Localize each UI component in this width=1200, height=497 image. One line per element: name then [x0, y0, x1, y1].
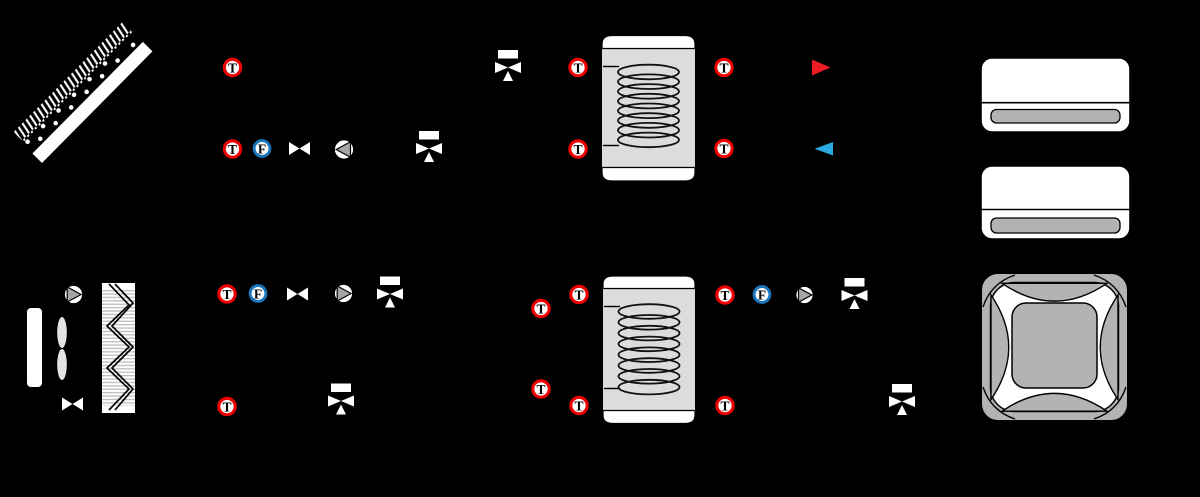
fan-blade [57, 317, 67, 348]
solar-collector [13, 21, 153, 163]
collector-glazing-dots [25, 42, 136, 145]
temp-sensor: T [222, 57, 243, 78]
wall-fan-coil-2 [980, 165, 1131, 240]
tank-body [603, 288, 695, 411]
svg-text:T: T [536, 301, 545, 316]
air-outlet-slot [990, 217, 1121, 234]
temp-sensor: T [568, 57, 588, 78]
dhw-coil-tank [601, 34, 696, 182]
return-arrow-icon [814, 142, 833, 156]
temp-sensor: T [531, 379, 551, 399]
tank-top-cap [601, 34, 696, 50]
temp-sensor: T [569, 284, 589, 305]
svg-text:F: F [258, 141, 266, 156]
svg-text:T: T [222, 399, 231, 414]
svg-text:F: F [254, 286, 262, 301]
pump-icon [794, 285, 815, 305]
svg-text:T: T [574, 398, 583, 413]
flow-sensor: F [248, 284, 268, 303]
collector-absorber-plate [32, 41, 153, 163]
pump-icon [333, 283, 354, 304]
flow-sensor: F [252, 139, 272, 158]
fan-blade [57, 349, 67, 380]
cassette-vane [999, 282, 1110, 302]
temp-sensor: T [569, 395, 589, 416]
temp-sensor: T [715, 285, 735, 305]
plate-heat-exchanger [102, 283, 135, 413]
tank-bottom-cap [601, 166, 696, 182]
heating-coil [603, 63, 680, 149]
svg-text:T: T [536, 382, 545, 397]
buffer-coil-tank [602, 275, 696, 425]
cassette-center-panel [1011, 302, 1098, 389]
svg-text:T: T [228, 142, 237, 157]
tank-top-cap [602, 275, 696, 290]
pump-icon [63, 284, 84, 305]
svg-text:F: F [758, 287, 766, 302]
collector-insulation-hatch [13, 21, 133, 142]
air-outlet-slot [990, 108, 1121, 124]
ceiling-cassette [980, 272, 1129, 422]
dry-cooler-fan [27, 308, 67, 387]
temp-sensor: T [714, 138, 734, 159]
temp-sensor: T [531, 298, 551, 319]
svg-text:T: T [719, 60, 728, 75]
cassette-vane [990, 292, 1010, 402]
temp-sensor: T [217, 396, 237, 417]
svg-text:T: T [228, 60, 237, 75]
flow-sensor: F [752, 285, 772, 304]
svg-text:T: T [719, 141, 728, 156]
temp-sensor: T [714, 57, 734, 78]
pump-icon [333, 138, 355, 161]
supply-arrow-icon [812, 59, 831, 76]
cooler-body [27, 308, 42, 387]
cassette-vane [999, 392, 1110, 412]
temp-sensor: T [715, 395, 735, 416]
svg-text:T: T [222, 287, 231, 302]
wall-fan-coil-1 [980, 57, 1131, 133]
svg-text:T: T [720, 398, 729, 413]
cassette-vane [1099, 292, 1119, 402]
temp-sensor: T [217, 284, 237, 304]
svg-text:T: T [574, 287, 583, 302]
tank-bottom-cap [602, 409, 696, 425]
heating-coil [604, 303, 681, 396]
svg-text:T: T [573, 60, 582, 75]
svg-text:T: T [720, 288, 729, 303]
temp-sensor: T [222, 139, 243, 159]
temp-sensor: T [568, 139, 588, 159]
svg-text:T: T [573, 142, 582, 157]
